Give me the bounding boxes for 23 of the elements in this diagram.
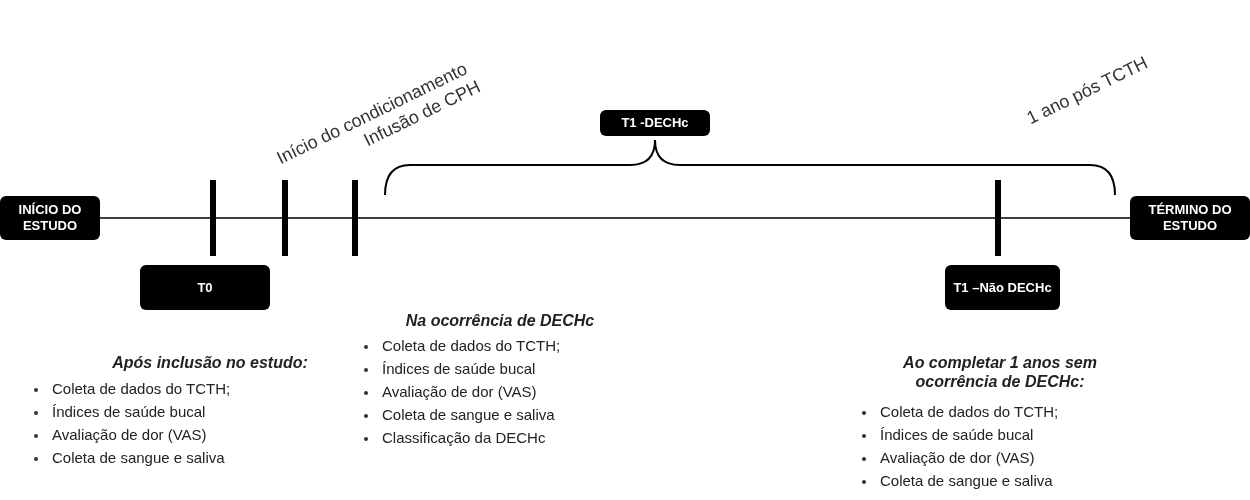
section-heading: Após inclusão no estudo: — [111, 353, 309, 373]
bullet-item: Índices de saúde bucal — [360, 360, 536, 378]
timeline-line — [99, 217, 1131, 219]
bullet-item: Avaliação de dor (VAS) — [30, 426, 207, 444]
bullet-item: Coleta de sangue e saliva — [360, 406, 555, 424]
bullet-item: Índices de saúde bucal — [858, 426, 1034, 444]
timeline-annotation: 1 ano pós TCTH — [1023, 52, 1152, 130]
bullet-item: Coleta de sangue e saliva — [858, 472, 1053, 490]
section-heading: Na ocorrência de DECHc — [404, 311, 596, 331]
timeline-box: T1 -DECHc — [600, 110, 710, 136]
timeline-box: TÉRMINO DO ESTUDO — [1130, 196, 1250, 240]
timeline-box: T0 — [140, 265, 270, 310]
bullet-item: Avaliação de dor (VAS) — [360, 383, 537, 401]
timeline-box: T1 –Não DECHc — [945, 265, 1060, 310]
bullet-item: Coleta de dados do TCTH; — [360, 337, 561, 355]
bullet-item: Classificação da DECHc — [360, 429, 546, 447]
bullet-item: Avaliação de dor (VAS) — [858, 449, 1035, 467]
timeline-box: INÍCIO DO ESTUDO — [0, 196, 100, 240]
bullet-item: Índices de saúde bucal — [30, 403, 206, 421]
bullet-item: Coleta de dados do TCTH; — [858, 403, 1059, 421]
bullet-item: Coleta de dados do TCTH; — [30, 380, 231, 398]
section-heading: Ao completar 1 anos sem ocorrência de DECHc: — [902, 353, 1098, 392]
bullet-item: Coleta de sangue e saliva — [30, 449, 225, 467]
